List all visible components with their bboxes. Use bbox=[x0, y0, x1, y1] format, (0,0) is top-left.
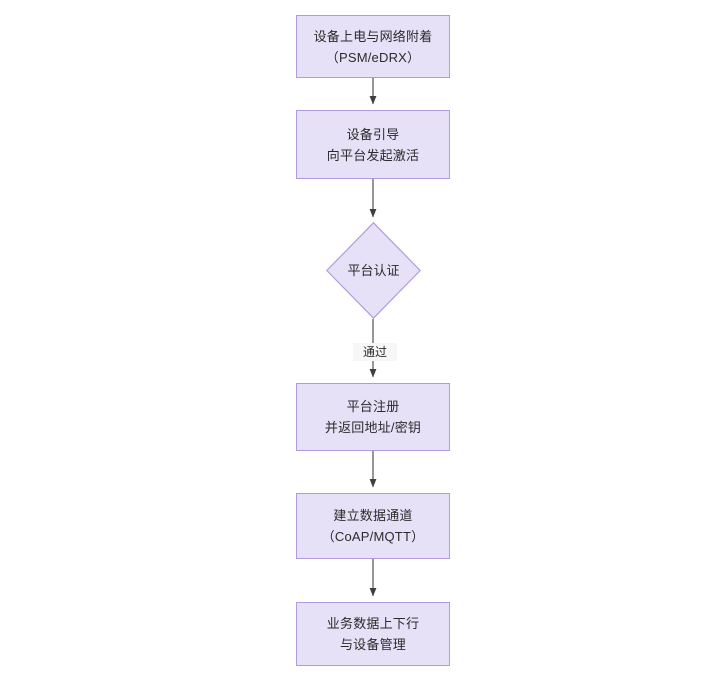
flow-node-platform-auth[interactable]: 平台认证 bbox=[326, 222, 421, 319]
diamond-shape bbox=[326, 222, 421, 319]
flow-node-data-channel[interactable]: 建立数据通道 （CoAP/MQTT） bbox=[296, 493, 450, 559]
flow-node-business-data[interactable]: 业务数据上下行 与设备管理 bbox=[296, 602, 450, 666]
flow-node-device-power-on[interactable]: 设备上电与网络附着 （PSM/eDRX） bbox=[296, 15, 450, 78]
edge-label-pass: 通过 bbox=[353, 343, 397, 361]
edge-label-text: 通过 bbox=[362, 345, 387, 359]
flow-node-label: 设备引导 向平台发起激活 bbox=[326, 126, 420, 163]
flow-node-label: 建立数据通道 （CoAP/MQTT） bbox=[321, 508, 425, 544]
flow-node-label: 平台注册 并返回地址/密钥 bbox=[324, 399, 422, 435]
flow-node-label: 平台认证 bbox=[347, 263, 400, 278]
flow-node-device-bootstrap[interactable]: 设备引导 向平台发起激活 bbox=[296, 110, 450, 179]
flow-node-label: 业务数据上下行 与设备管理 bbox=[326, 616, 420, 652]
flow-node-platform-register[interactable]: 平台注册 并返回地址/密钥 bbox=[296, 383, 450, 451]
flow-node-label: 设备上电与网络附着 （PSM/eDRX） bbox=[313, 28, 433, 65]
